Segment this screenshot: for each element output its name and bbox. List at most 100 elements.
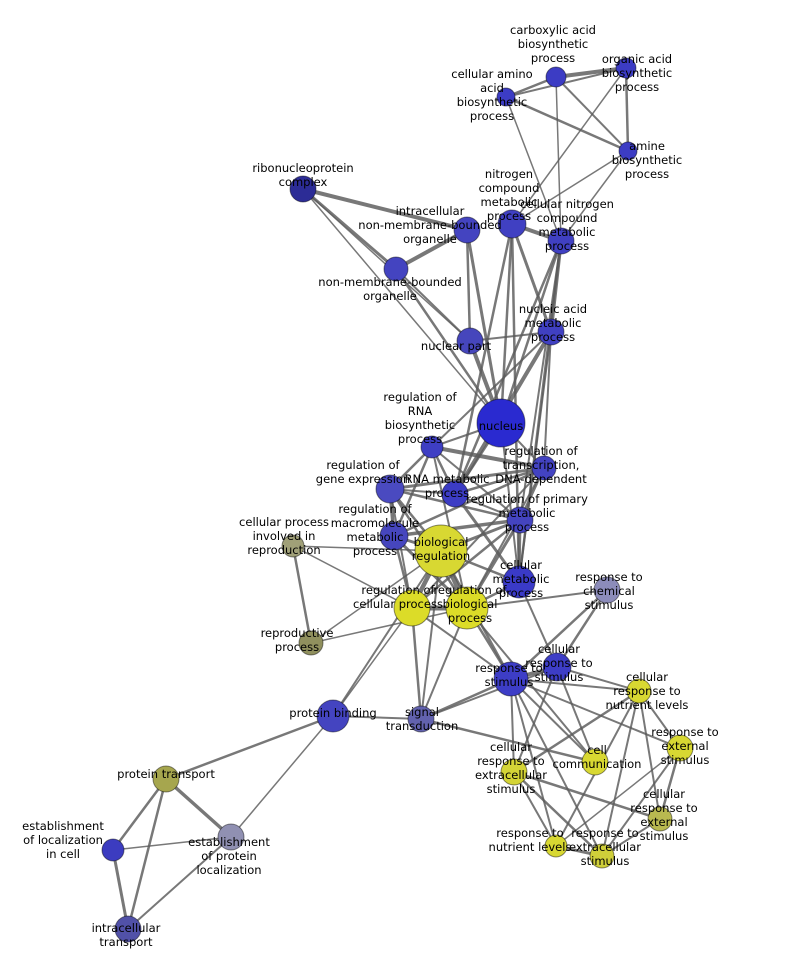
edge-reg_transcription_dna--rna_metabolic: [453, 466, 546, 496]
node-intracellular_nmb_organelle[interactable]: [453, 216, 481, 244]
node-label-reg_macromolecule_mp-line-0: regulation of: [338, 502, 412, 516]
node-cellular_response_external[interactable]: [647, 806, 673, 832]
node-cell_communication[interactable]: [581, 748, 609, 776]
node-label-cellular_response_external-line-0: cellular: [643, 787, 685, 801]
node-response_extracellular[interactable]: [589, 843, 615, 869]
node-label-nmb_organelle-line-0: non-membrane-bounded: [318, 275, 461, 289]
node-amine_bp[interactable]: [618, 141, 638, 161]
edge-biological_regulation--signal_transduction: [420, 550, 442, 720]
node-biological_regulation[interactable]: [414, 524, 468, 578]
edge-organic_acid_bp--nitrogen_compound_mp: [511, 67, 627, 225]
node-nuclear_part[interactable]: [456, 327, 484, 355]
node-reg_primary_mp[interactable]: [506, 506, 534, 534]
node-label-reg_biological_process-line-1: biological: [443, 597, 498, 611]
node-label-response_external-line-0: response to: [651, 725, 718, 739]
edge-biological_regulation--reproductive_process: [310, 550, 442, 644]
nodes-layer: [101, 57, 694, 943]
edge-intracellular_nmb_organelle--nmb_organelle: [394, 228, 469, 271]
node-reproductive_process[interactable]: [298, 630, 324, 656]
edge-nmb_organelle--nuclear_part: [395, 268, 471, 342]
node-label-amine_bp-line-2: process: [625, 167, 669, 181]
node-label-cellular_response_extracellular-line-3: stimulus: [487, 782, 536, 796]
node-label-signal_transduction-line-0: signal: [405, 705, 439, 719]
node-label-reg_cellular_process-line-0: regulation of: [361, 583, 435, 597]
node-label-intracellular_nmb_organelle-line-0: intracellular: [396, 204, 465, 218]
node-reg_rna_biosynthetic[interactable]: [420, 435, 444, 459]
edge-intracellular_nmb_organelle--nuclear_part: [465, 228, 472, 343]
node-label-est_localization_cell-line-0: establishment: [22, 819, 104, 833]
edge-nitrogen_compound_mp--nucleic_acid_mp: [510, 222, 553, 334]
node-label-cellular_mp-line-2: process: [499, 586, 543, 600]
node-reg_macromolecule_mp[interactable]: [379, 521, 409, 551]
node-label-reg_macromolecule_mp-line-2: metabolic: [347, 530, 404, 544]
edge-nucleus--cellular_nitrogen_compound_mp: [499, 239, 563, 425]
node-label-reg_gene_expression-line-0: regulation of: [326, 458, 400, 472]
node-label-response_nutrient-line-0: response to: [496, 826, 563, 840]
node-label-nitrogen_compound_mp-line-1: compound: [479, 181, 540, 195]
node-label-est_localization_cell-line-2: in cell: [46, 847, 80, 861]
edge-response_stimulus--cellular_response_nutrient: [510, 678, 640, 692]
node-cellular_response_stimulus[interactable]: [542, 652, 572, 682]
edge-reg_transcription_dna--reg_gene_expression: [388, 466, 546, 491]
node-rna_metabolic[interactable]: [441, 480, 469, 508]
node-label-ribonucleoprotein_complex-line-0: ribonucleoprotein: [252, 161, 353, 175]
node-reg_transcription_dna[interactable]: [531, 455, 557, 481]
node-cellular_response_nutrient[interactable]: [626, 678, 652, 704]
node-reg_biological_process[interactable]: [445, 586, 489, 630]
node-nucleus[interactable]: [476, 398, 526, 448]
edge-ribonucleoprotein_complex--nucleus: [302, 188, 502, 424]
node-intracellular_transport[interactable]: [114, 915, 142, 943]
node-label-est_protein_localization-line-1: of protein: [201, 849, 257, 863]
node-label-reg_biological_process-line-0: regulation of: [433, 583, 507, 597]
node-nmb_organelle[interactable]: [383, 256, 409, 282]
node-label-protein_binding-line-0: protein binding: [289, 706, 376, 720]
edge-nucleic_acid_mp--cellular_mp: [518, 331, 552, 583]
node-nucleic_acid_mp[interactable]: [537, 318, 565, 346]
node-est_localization_cell[interactable]: [101, 838, 125, 862]
node-reg_gene_expression[interactable]: [375, 474, 405, 504]
node-cellular_amino_acid_bp[interactable]: [496, 87, 516, 107]
node-cellular_mp[interactable]: [502, 565, 536, 599]
node-response_nutrient[interactable]: [544, 834, 568, 858]
edge-protein_transport--intracellular_transport: [126, 777, 168, 931]
edge-rna_metabolic--cellular_mp: [453, 492, 521, 584]
node-response_stimulus[interactable]: [493, 661, 529, 697]
node-label-reg_biological_process-line-2: process: [448, 611, 492, 625]
node-organic_acid_bp[interactable]: [615, 57, 637, 79]
node-signal_transduction[interactable]: [407, 705, 435, 733]
node-protein_transport[interactable]: [152, 765, 180, 793]
node-response_external[interactable]: [666, 734, 694, 762]
edge-protein_binding--protein_transport: [164, 714, 335, 781]
node-label-nuclear_part-line-0: nuclear part: [421, 339, 492, 353]
node-est_protein_localization[interactable]: [217, 823, 245, 851]
node-nitrogen_compound_mp[interactable]: [497, 209, 527, 239]
node-label-cellular_response_stimulus-line-0: cellular: [538, 642, 580, 656]
node-cellular_process_reproduction[interactable]: [281, 534, 305, 558]
edge-nucleus--cellular_mp: [500, 422, 520, 583]
node-response_chemical[interactable]: [593, 576, 621, 604]
node-label-nmb_organelle-line-1: organelle: [363, 289, 417, 303]
node-protein_binding[interactable]: [316, 699, 350, 733]
edge-cellular_response_nutrient--cellular_response_extracellular: [512, 689, 641, 774]
node-reg_cellular_process[interactable]: [393, 589, 431, 627]
node-label-nucleus-line-0: nucleus: [479, 419, 523, 433]
node-label-cellular_response_stimulus-line-2: stimulus: [535, 670, 584, 684]
node-label-response_chemical-line-0: response to: [575, 570, 642, 584]
node-label-cell_communication-line-0: cell: [587, 743, 607, 757]
node-ribonucleoprotein_complex[interactable]: [289, 175, 317, 203]
node-label-nitrogen_compound_mp-line-0: nitrogen: [485, 167, 533, 181]
node-carboxylic_acid_bp[interactable]: [545, 66, 567, 88]
node-label-nucleic_acid_mp-line-2: process: [531, 330, 575, 344]
node-label-reg_rna_biosynthetic-line-3: process: [398, 432, 442, 446]
node-label-reg_rna_biosynthetic-line-1: RNA: [408, 404, 433, 418]
node-label-cellular_response_extracellular-line-1: response to: [477, 754, 544, 768]
edge-organic_acid_bp--amine_bp: [624, 66, 630, 153]
node-label-biological_regulation-line-0: biological: [414, 535, 469, 549]
node-cellular_response_extracellular[interactable]: [500, 758, 528, 786]
edge-response_stimulus--response_nutrient: [510, 678, 557, 847]
node-label-reproductive_process-line-0: reproductive: [261, 626, 334, 640]
node-cellular_nitrogen_compound_mp[interactable]: [547, 227, 575, 255]
